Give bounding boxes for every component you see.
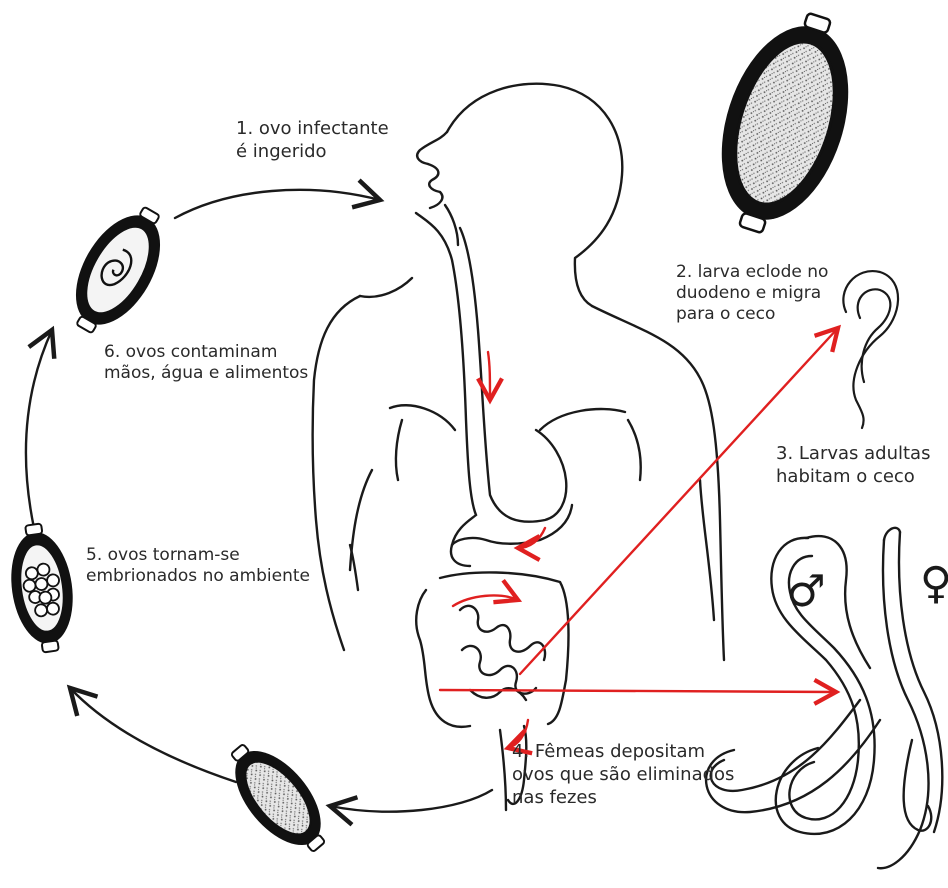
egg-large-icon	[695, 0, 875, 247]
step-5-label: 5. ovos tornam-se embrionados no ambient…	[86, 545, 310, 587]
red-arrows	[440, 328, 838, 748]
step-3-label: 3. Larvas adultas habitam o ceco	[776, 442, 930, 488]
step-1-label: 1. ovo infectante é ingerido	[236, 117, 389, 163]
female-symbol: ♀	[920, 558, 948, 609]
larva-icon	[843, 271, 898, 428]
male-symbol: ♂	[786, 566, 825, 617]
step-6-label: 6. ovos contaminam mãos, água e alimento…	[104, 342, 308, 384]
egg-small-icon	[214, 730, 342, 867]
digestive-tract	[416, 213, 572, 810]
egg-embryonated-icon	[3, 520, 80, 655]
step-4-label: 4. Fêmeas depositam ovos que são elimina…	[512, 740, 734, 809]
step-2-label: 2. larva eclode no duodeno e migra para …	[676, 262, 828, 325]
egg-larva-icon	[55, 194, 182, 346]
